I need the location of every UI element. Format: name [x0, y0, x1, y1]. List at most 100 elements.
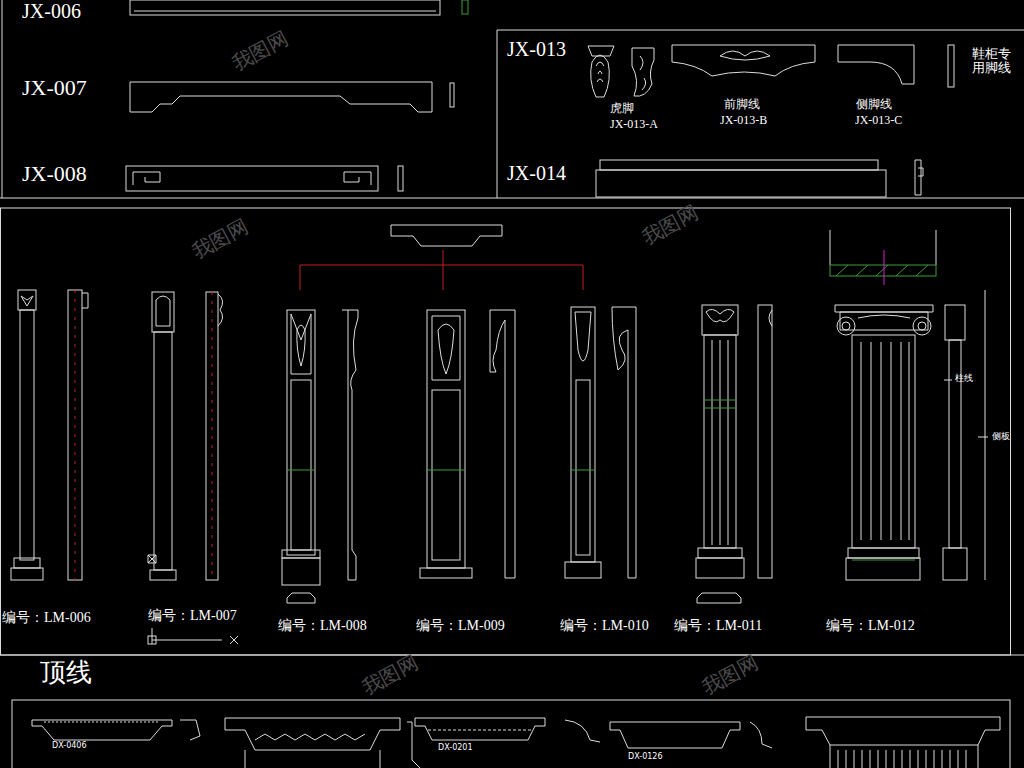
molding-profile	[398, 166, 403, 191]
column-drawing	[704, 408, 736, 409]
column-drawing	[420, 568, 472, 578]
column-drawing	[438, 324, 454, 374]
part-number: 编号：LM-011	[674, 618, 762, 633]
column-drawing	[571, 307, 595, 562]
molding-profile	[133, 172, 160, 185]
part-code: JX-013	[507, 38, 566, 60]
crown-molding	[32, 720, 172, 740]
part-name: 侧脚线	[856, 98, 892, 111]
column-drawing	[918, 322, 926, 330]
column-drawing	[82, 293, 88, 308]
column-drawing	[848, 548, 919, 558]
column-drawing	[842, 322, 850, 330]
frame-line	[497, 30, 1024, 31]
column-drawing	[576, 380, 590, 555]
crown-molding	[255, 734, 365, 740]
molding-profile	[632, 48, 654, 96]
column-drawing	[830, 265, 936, 276]
column-drawing	[565, 562, 601, 578]
profile-code: DX-0126	[628, 753, 663, 762]
column-drawing	[282, 550, 320, 558]
ucs-icon	[148, 555, 238, 644]
column-drawing	[154, 332, 172, 570]
ucs-icon	[148, 555, 156, 563]
part-name: 前脚线	[724, 98, 760, 111]
column-drawing	[704, 335, 736, 548]
column-drawing	[300, 265, 301, 290]
column-drawing	[287, 310, 315, 555]
molding-profile	[130, 0, 440, 15]
watermark: 我图网	[698, 651, 761, 699]
column-drawing	[291, 314, 311, 374]
column-drawing	[427, 470, 465, 471]
column-drawing	[18, 290, 36, 310]
column-drawing	[612, 307, 636, 578]
part-code: JX-008	[22, 162, 87, 186]
watermark: 我图网	[638, 201, 701, 249]
column-drawing	[702, 305, 738, 335]
column-drawing	[342, 310, 358, 580]
column-drawing	[943, 548, 967, 580]
part-name: 虎脚	[610, 102, 634, 115]
column-drawing	[913, 317, 931, 335]
molding-profile	[948, 45, 954, 87]
ucs-icon	[230, 636, 238, 644]
column-drawing	[432, 316, 460, 380]
crown-molding	[225, 718, 400, 750]
column-drawing	[835, 305, 933, 312]
column-drawing	[575, 312, 591, 361]
column-drawing	[712, 340, 728, 545]
watermark: 我图网	[188, 215, 251, 263]
column-drawing	[698, 548, 742, 558]
column-drawing	[836, 265, 928, 276]
molding-profile	[672, 45, 815, 76]
crown-molding	[32, 717, 1000, 768]
column-drawing	[291, 380, 311, 550]
column-drawing	[858, 315, 910, 318]
molding-profile	[344, 172, 371, 185]
column-drawing	[75, 290, 76, 580]
column-drawing	[300, 250, 583, 290]
molding-profile	[588, 46, 614, 56]
part-number: 编号：LM-006	[2, 610, 91, 625]
column-drawing	[68, 290, 82, 580]
column-drawing	[150, 570, 176, 580]
column-drawing	[21, 296, 33, 306]
crown-molding	[838, 750, 966, 768]
molding-profile	[126, 166, 378, 191]
column-drawing	[11, 568, 43, 580]
watermark: 我图网	[358, 651, 421, 699]
column-drawing	[212, 292, 213, 580]
column-drawing	[490, 310, 515, 578]
column-drawing	[297, 325, 305, 366]
crown-molding	[610, 722, 740, 748]
part-code: JX-013-B	[720, 114, 767, 127]
molding-profile	[720, 51, 770, 60]
watermark: 我图网	[228, 27, 291, 75]
part-code: JX-006	[22, 0, 81, 22]
part-code: JX-013-C	[855, 114, 902, 127]
part-number: 编号：LM-012	[826, 618, 915, 633]
molding-profile	[462, 0, 468, 14]
frame-line	[2, 0, 3, 198]
column-drawing	[391, 225, 502, 246]
molding-profile	[838, 45, 914, 84]
crown-molding	[245, 750, 380, 768]
molding-profile	[591, 55, 610, 97]
column-drawing	[152, 292, 174, 332]
column-drawing	[949, 340, 961, 548]
column-drawing	[758, 305, 772, 578]
column-drawing	[218, 294, 223, 326]
crown-molding	[830, 745, 978, 768]
section-title: 顶线	[40, 658, 92, 687]
part-number: 编号：LM-008	[278, 618, 367, 633]
molding-profile	[915, 160, 923, 195]
molding-profile	[130, 82, 432, 112]
part-code: JX-007	[22, 76, 87, 100]
column-drawing	[837, 317, 855, 335]
crown-molding	[407, 722, 420, 768]
part-number: 编号：LM-007	[148, 608, 237, 623]
column-drawing	[583, 265, 584, 290]
